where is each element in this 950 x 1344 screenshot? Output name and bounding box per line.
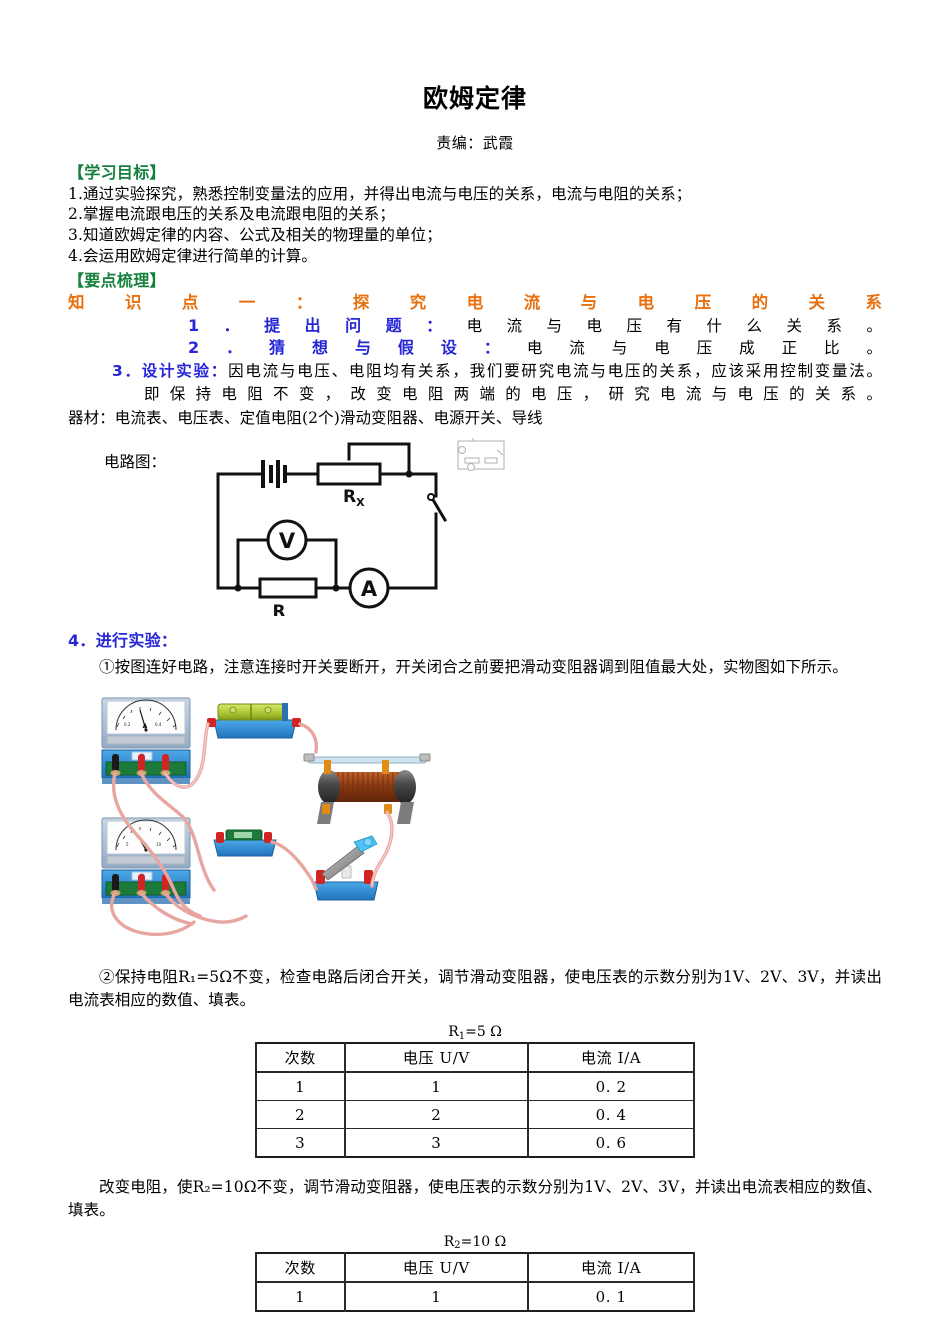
fixed-resistor-device xyxy=(213,829,277,857)
table-2-caption-suffix: =10 Ω xyxy=(460,1234,507,1251)
review-heading: 【要点梳理】 xyxy=(68,270,166,290)
page-title: 欧姆定律 xyxy=(422,84,527,113)
objective-item-2: 2.掌握电流跟电压的关系及电流跟电阻的关系； xyxy=(68,205,395,224)
rheostat-label: RX xyxy=(343,487,365,509)
byline: 责编：武霞 xyxy=(436,134,514,152)
table-1-header-2: 电流 I/A xyxy=(527,1042,695,1074)
table-1-r0-c2: 0. 2 xyxy=(527,1071,695,1102)
circuit-diagram-block: 电路图： xyxy=(68,436,882,626)
table-1-header-1: 电压 U/V xyxy=(343,1042,530,1074)
table-1-r2-c2: 0. 6 xyxy=(527,1128,695,1158)
svg-text:5: 5 xyxy=(126,842,129,847)
data-table-2: 次数 电压 U/V 电流 I/A 1 1 0. 1 xyxy=(255,1252,695,1313)
experiment-step-2: ②保持电阻R₁=5Ω不变，检查电路后闭合开关，调节滑动变阻器，使电压表的示数分别… xyxy=(68,968,882,1009)
circuit-diagram-svg: V A RX R xyxy=(216,442,448,616)
experiment-step-3: 改变电阻，使R₂=10Ω不变，调节滑动变阻器，使电压表的示数分别为1V、2V、3… xyxy=(68,1178,883,1219)
step-3-text: 因电流与电压、电阻均有关系，我们要研究电流与电压的关系，应该采用控制变量法。 xyxy=(228,362,882,381)
circuit-diagram-label: 电路图： xyxy=(104,453,167,472)
step-3-line: 3．设计实验：因电流与电压、电阻均有关系，我们要研究电流与电压的关系，应该采用控… xyxy=(68,360,882,383)
step-1-label: 1．提出问题： xyxy=(188,315,467,335)
step-3-line-2: 即保持电阻不变，改变电阻两端的电压，研究电流与电压的关系。 xyxy=(68,383,882,406)
table-1-r2-c0: 3 xyxy=(255,1128,346,1158)
step-3-label: 3．设计实验： xyxy=(112,362,229,381)
svg-text:10: 10 xyxy=(156,842,162,847)
data-table-1: 次数 电压 U/V 电流 I/A 1 1 0. 2 2 2 0. 4 3 3 0… xyxy=(255,1042,695,1159)
experiment-heading: 4．进行实验： xyxy=(68,631,178,651)
rheostat-device xyxy=(303,753,431,825)
step-2-text: 电流与电压成正比。 xyxy=(526,339,882,358)
equipment-line: 器材：电流表、电压表、定值电阻(2个)滑动变阻器、电源开关、导线 xyxy=(68,408,543,427)
table-2-r0-c1: 1 xyxy=(343,1281,530,1312)
svg-text:0.2: 0.2 xyxy=(124,722,131,727)
table-2-caption-prefix: R xyxy=(443,1234,455,1251)
table-1-caption-sub: 1 xyxy=(458,1030,466,1042)
step-1-text: 电流与电压有什么关系。 xyxy=(466,316,882,335)
table-2-caption: R2=10 Ω xyxy=(68,1234,882,1252)
table-header-row: 次数 电压 U/V 电流 I/A xyxy=(255,1252,695,1284)
ammeter-label: A xyxy=(361,577,378,601)
table-1-r1-c2: 0. 4 xyxy=(527,1100,695,1130)
table-1-r1-c1: 2 xyxy=(343,1100,530,1130)
table-1-header-0: 次数 xyxy=(255,1042,346,1074)
table-row: 1 1 0. 2 xyxy=(255,1071,695,1102)
table-1-r1-c0: 2 xyxy=(255,1100,346,1130)
objective-item-3: 3.知道欧姆定律的内容、公式及相关的物理量的单位； xyxy=(68,226,442,245)
step-3-text-2: 即保持电阻不变，改变电阻两端的电压，研究电流与电压的关系。 xyxy=(144,384,882,403)
apparatus-svg: 0.2 0.4 A xyxy=(101,697,431,937)
table-1-r2-c1: 3 xyxy=(343,1128,530,1158)
resistor-label: R xyxy=(272,602,285,616)
table-2-r0-c0: 1 xyxy=(255,1281,346,1312)
table-2-caption-sub: 2 xyxy=(454,1240,461,1252)
ammeter-device: 0.2 0.4 A xyxy=(101,697,191,785)
step-2-label: 2．猜想与假设： xyxy=(188,338,527,358)
experiment-step-1: ①按图连好电路，注意连接时开关要断开，开关闭合之前要把滑动变阻器调到阻值最大处，… xyxy=(99,657,848,676)
objective-item-4: 4.会运用欧姆定律进行简单的计算。 xyxy=(68,246,317,265)
table-2-r0-c2: 0. 1 xyxy=(527,1281,695,1312)
table-2-header-2: 电流 I/A xyxy=(527,1252,695,1284)
objective-item-1: 1.通过实验探究，熟悉控制变量法的应用，并得出电流与电压的关系，电流与电阻的关系… xyxy=(68,184,692,203)
knife-switch-device xyxy=(313,835,379,901)
svg-text:0.4: 0.4 xyxy=(155,722,162,727)
objectives-heading: 【学习目标】 xyxy=(68,163,166,182)
table-1-caption: R1=5 Ω xyxy=(68,1024,882,1042)
table-1-r0-c0: 1 xyxy=(255,1071,346,1102)
voltmeter-label: V xyxy=(279,529,296,553)
table-1-r0-c1: 1 xyxy=(343,1071,530,1102)
circuit-thumbnail-icon xyxy=(457,438,505,472)
table-2-header-0: 次数 xyxy=(255,1252,346,1284)
table-row: 3 3 0. 6 xyxy=(255,1128,695,1158)
step-2-line: 2．猜想与假设：电流与电压成正比。 xyxy=(68,337,882,360)
page-content: 欧姆定律 责编：武霞 【学习目标】 1.通过实验探究，熟悉控制变量法的应用，并得… xyxy=(68,0,883,1313)
table-1-caption-prefix: R xyxy=(448,1024,459,1041)
battery-pack xyxy=(207,703,301,739)
table-row: 2 2 0. 4 xyxy=(255,1100,695,1130)
table-row: 1 1 0. 1 xyxy=(255,1281,695,1312)
table-header-row: 次数 电压 U/V 电流 I/A xyxy=(255,1042,695,1074)
apparatus-illustration: 0.2 0.4 A xyxy=(96,694,446,942)
table-2-header-1: 电压 U/V xyxy=(343,1252,530,1284)
knowledge-point-one-title: 知识点一：探究电流与电压的关系 xyxy=(68,293,882,313)
voltmeter-device: 5 10 V xyxy=(101,817,191,905)
table-1-caption-suffix: =5 Ω xyxy=(465,1024,502,1041)
step-1-line: 1．提出问题：电流与电压有什么关系。 xyxy=(68,315,882,338)
